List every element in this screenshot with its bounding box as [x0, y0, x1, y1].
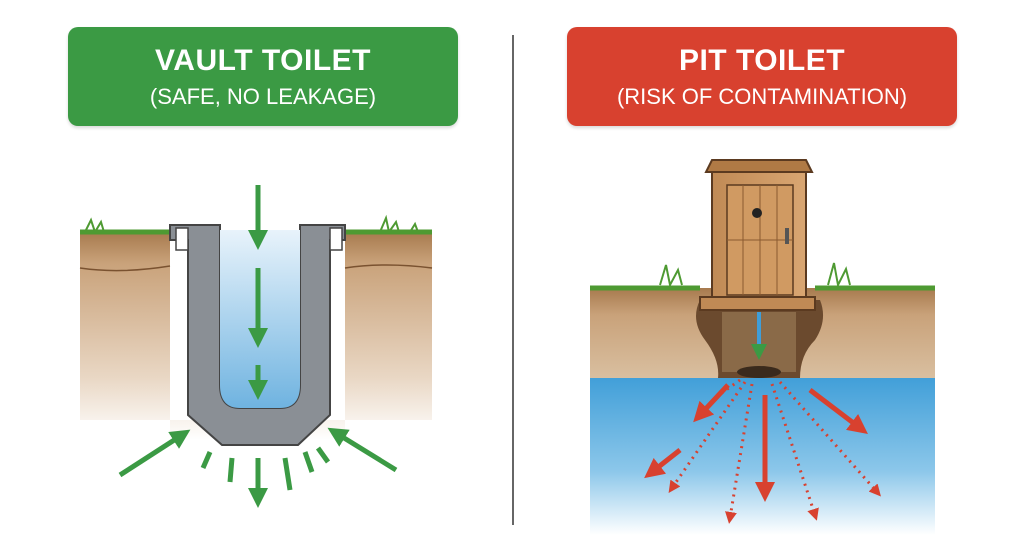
vault-toilet-subtitle: (SAFE, NO LEAKAGE)	[149, 83, 377, 109]
pit-toilet-banner: PIT TOILET (RISK OF CONTAMINATION)	[567, 27, 957, 126]
vault-toilet-title: VAULT TOILET	[155, 43, 371, 77]
pit-toilet-subtitle: (RISK OF CONTAMINATION)	[616, 83, 908, 109]
outhouse-diagram	[590, 159, 935, 535]
pit-toilet-title: PIT TOILET	[678, 43, 846, 77]
green-arrow	[118, 185, 398, 508]
vault-diagram	[79, 185, 433, 508]
vault-toilet-banner: VAULT TOILET (SAFE, NO LEAKAGE)	[68, 27, 458, 126]
